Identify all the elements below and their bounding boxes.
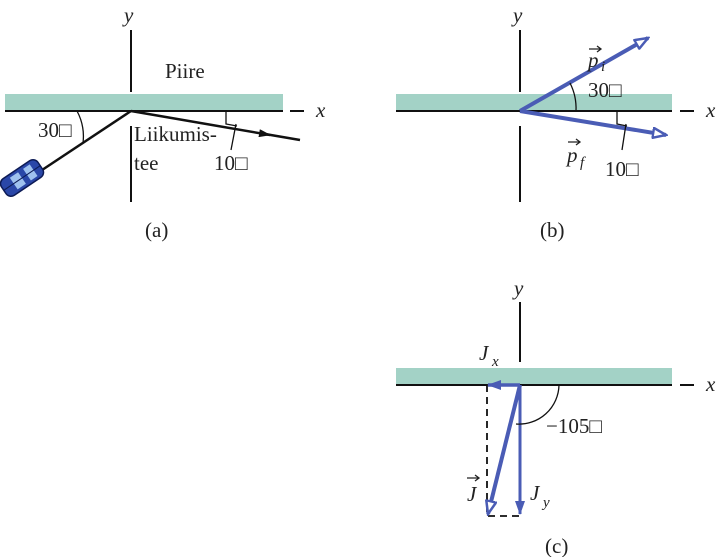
right-angle-mark: [225, 111, 238, 127]
incoming-path: [29, 109, 132, 180]
panel-c: x y −105□ J x J J y (c): [396, 276, 716, 557]
path-label-line2: tee: [134, 151, 158, 175]
jx-label: J x: [479, 341, 499, 370]
p-final-label: p f: [565, 138, 586, 171]
angle-in-label: 30□: [588, 78, 622, 102]
caption-a: (a): [145, 218, 168, 242]
outgoing-path: [130, 109, 271, 138]
path-label-line1: Liikumis-: [134, 122, 217, 146]
y-axis-label: y: [511, 3, 523, 27]
j-vector: [488, 384, 522, 514]
angle-out-label: 10□: [214, 151, 248, 175]
wall: [396, 368, 672, 385]
vector-arrow-icon: [467, 474, 481, 482]
angle-arc-30: [76, 110, 85, 144]
j-label: J: [467, 474, 481, 506]
angle-in-label: 30□: [38, 118, 72, 142]
jy-label: J y: [530, 481, 550, 511]
car-icon: [0, 158, 45, 198]
right-angle-mark: [616, 111, 628, 127]
svg-text:p: p: [586, 48, 599, 72]
y-axis-label: y: [122, 3, 134, 27]
wall-label: Piire: [165, 59, 205, 83]
p-final-vector: [519, 109, 666, 135]
angle-out-label: 10□: [605, 157, 639, 181]
y-axis-label: y: [512, 276, 524, 300]
caption-b: (b): [540, 218, 565, 242]
svg-text:p: p: [565, 143, 578, 167]
vector-arrow-icon: [568, 138, 582, 146]
p-initial-label: p i: [586, 45, 605, 75]
x-axis-label: x: [705, 372, 716, 396]
x-axis-label: x: [315, 98, 326, 122]
wall: [5, 94, 283, 111]
angle-label: −105□: [546, 414, 602, 438]
svg-text:i: i: [601, 59, 605, 75]
x-axis-label: x: [705, 98, 716, 122]
vector-arrow-icon: [589, 45, 603, 53]
svg-text:y: y: [541, 495, 550, 511]
angle-arc-105: [515, 384, 560, 425]
angle-arc-30: [569, 82, 577, 112]
svg-text:x: x: [491, 354, 499, 370]
panel-a: x y Piire 30□ Liikumis- tee 10□ (a): [0, 3, 326, 242]
caption-c: (c): [545, 534, 568, 557]
svg-text:f: f: [580, 155, 586, 171]
svg-text:J: J: [530, 481, 541, 505]
panel-b: x y p i p f 30□ 10□ (b): [396, 3, 716, 242]
p-initial-vector: [519, 36, 648, 113]
svg-text:J: J: [479, 341, 490, 365]
svg-text:J: J: [467, 482, 478, 506]
